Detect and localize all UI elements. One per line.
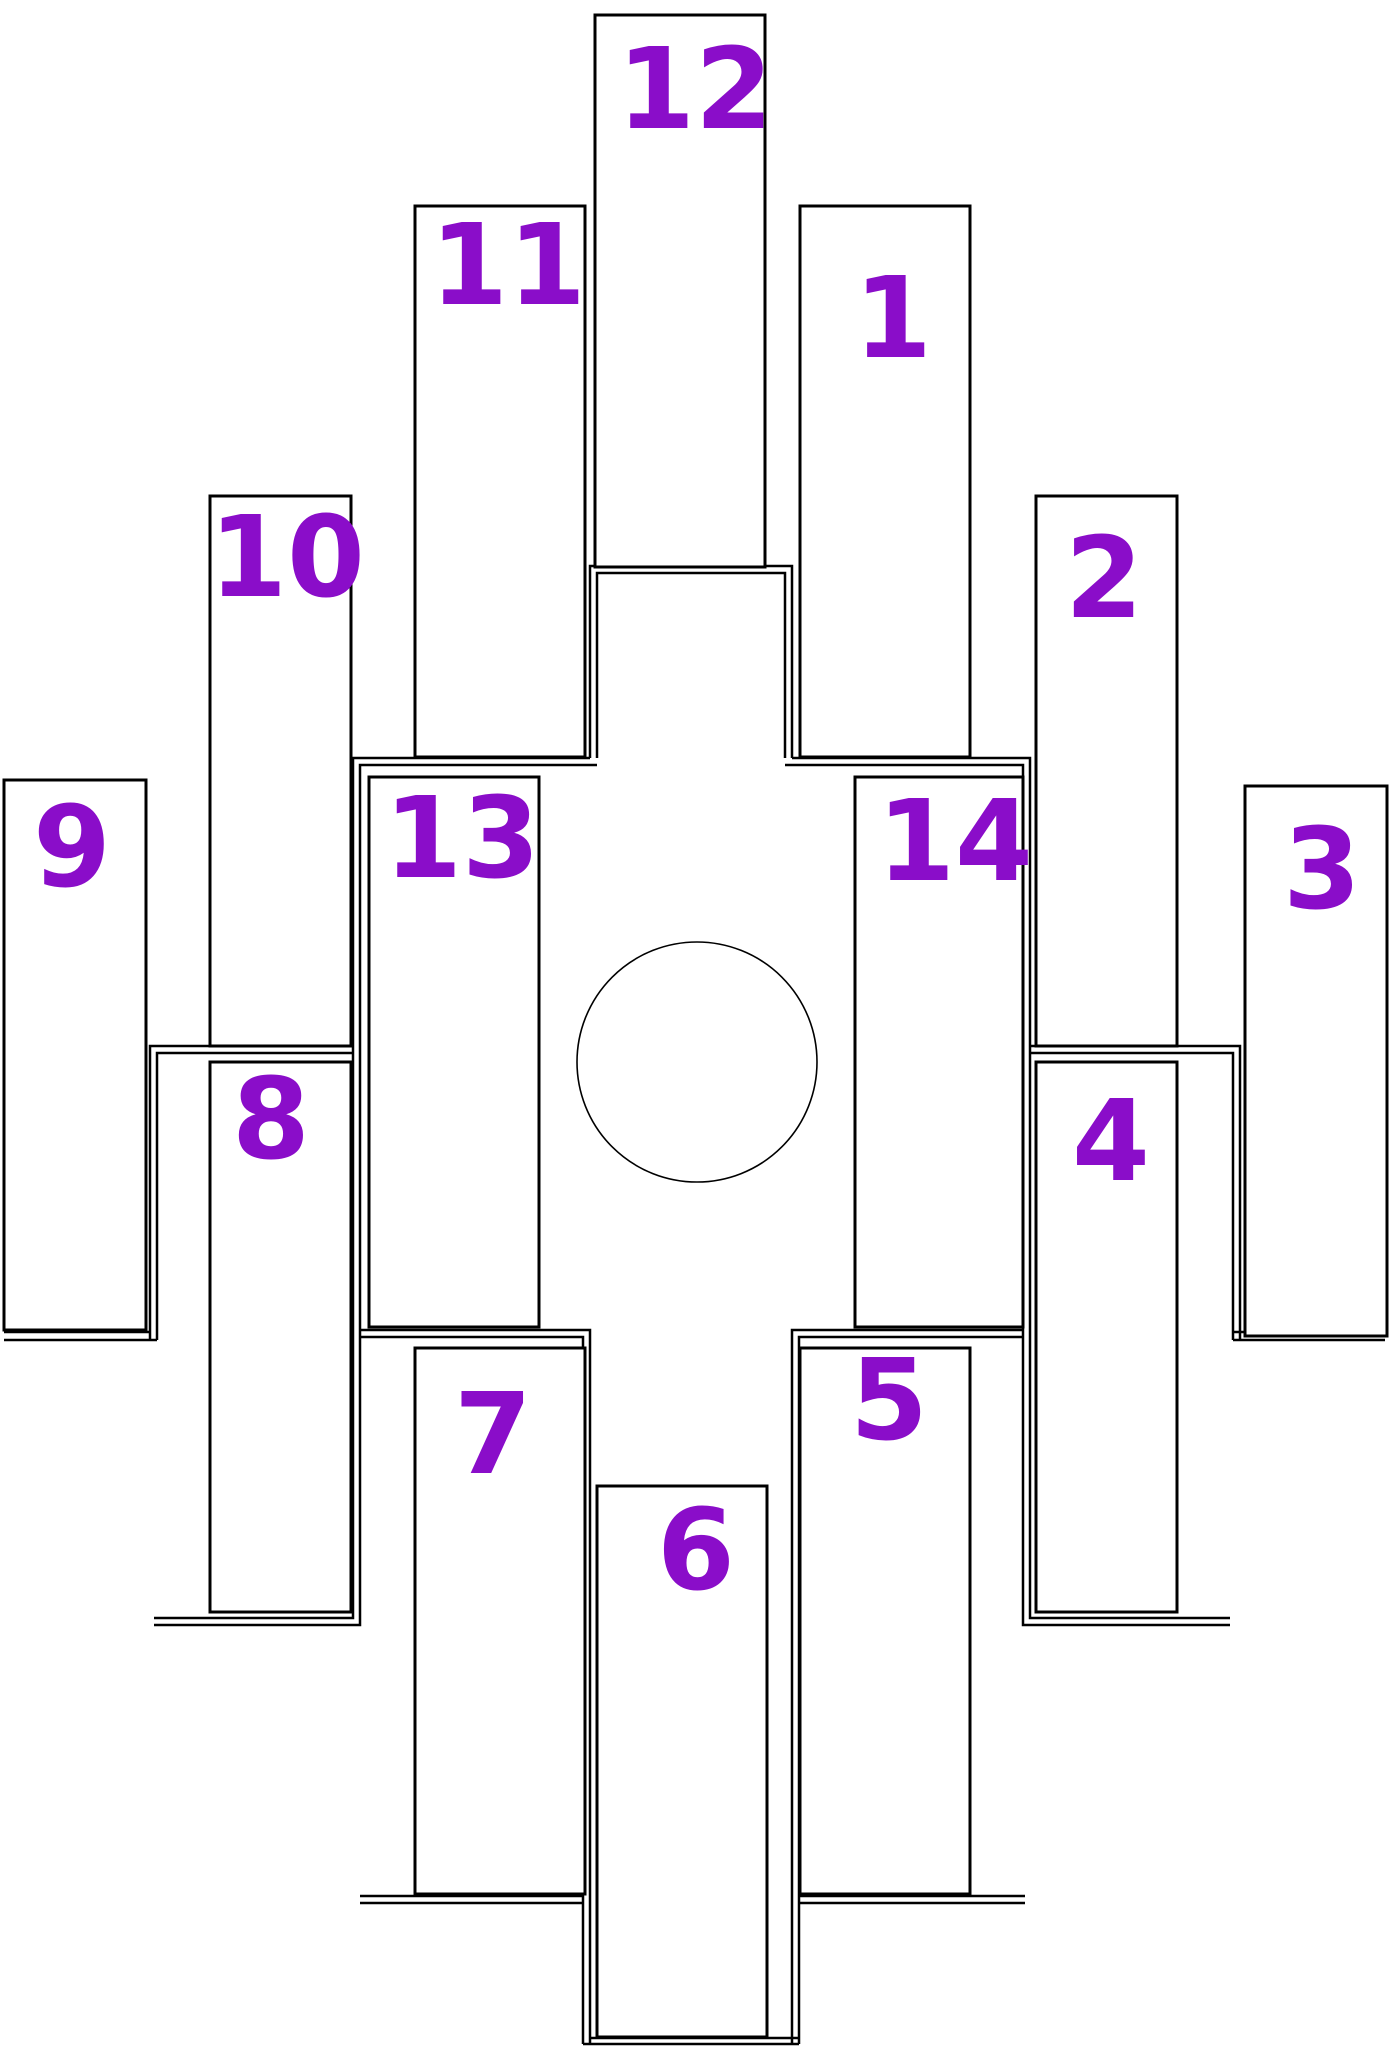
- slot-12-box: [593, 13, 767, 569]
- slot-12-label: 12: [617, 25, 773, 155]
- slot-10-box: [208, 494, 353, 1048]
- slot-5-box: [798, 1346, 972, 1896]
- slot-6-label: 6: [657, 1486, 735, 1616]
- slot-10: 10: [208, 493, 365, 1048]
- slot-6: 6: [595, 1484, 769, 2039]
- slot-11-box: [413, 204, 587, 759]
- slot-12: 12: [593, 13, 773, 569]
- slot-3-label: 3: [1283, 805, 1361, 935]
- slot-11: 11: [413, 201, 587, 759]
- slot-14-box: [853, 775, 1025, 1329]
- slot-1-box: [798, 204, 972, 759]
- slot-1: 1: [798, 204, 972, 759]
- slot-1-label: 1: [854, 254, 932, 384]
- slot-11-label: 11: [430, 201, 586, 331]
- slot-2: 2: [1034, 494, 1179, 1048]
- slot-6-box: [595, 1484, 769, 2039]
- slot-4: 4: [1034, 1060, 1179, 1614]
- slot-3-box: [1243, 784, 1389, 1338]
- slot-2-label: 2: [1065, 514, 1143, 644]
- slot-7: 7: [413, 1346, 587, 1896]
- slot-5-label: 5: [850, 1336, 928, 1466]
- slot-4-label: 4: [1072, 1077, 1150, 1207]
- slot-10-label: 10: [209, 493, 365, 623]
- slot-3: 3: [1243, 784, 1389, 1338]
- slot-7-label: 7: [454, 1370, 532, 1500]
- slot-8-label: 8: [232, 1055, 310, 1185]
- slot-14-label: 14: [877, 777, 1033, 907]
- slot-4-box: [1034, 1060, 1179, 1614]
- slot-8-box: [208, 1060, 353, 1614]
- center-circle: [576, 941, 818, 1183]
- slot-2-box: [1034, 494, 1179, 1048]
- slot-9-box: [2, 778, 148, 1332]
- slot-5: 5: [798, 1336, 972, 1896]
- slot-8: 8: [208, 1055, 353, 1614]
- slot-7-box: [413, 1346, 587, 1896]
- slot-9-label: 9: [33, 783, 111, 913]
- slot-13-box: [367, 775, 541, 1329]
- slot-9: 9: [2, 778, 148, 1332]
- slot-13: 13: [367, 774, 541, 1329]
- slot-13-label: 13: [384, 774, 540, 904]
- slot-14: 14: [853, 775, 1033, 1329]
